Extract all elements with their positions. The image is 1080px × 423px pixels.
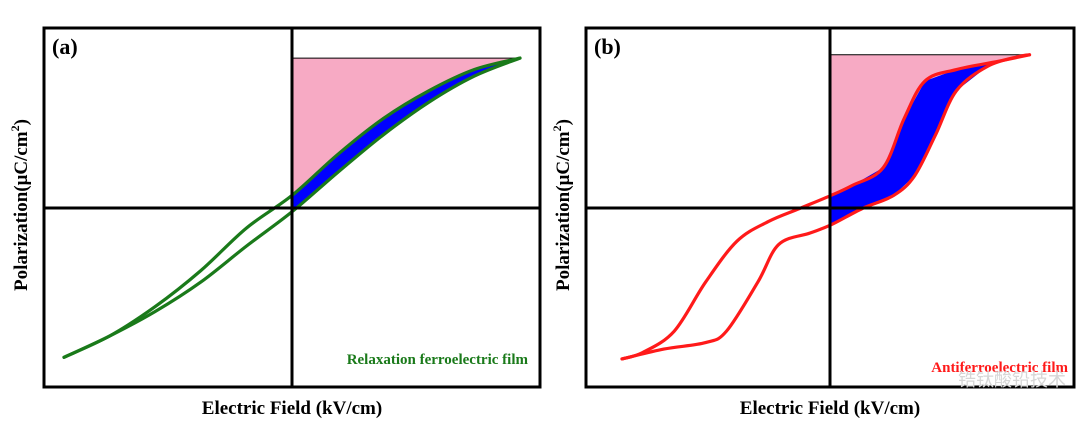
panel-a-y-axis-label-main: Polarization(μC/cm xyxy=(11,131,32,291)
panel-a-energy-fill xyxy=(292,57,520,212)
panel-b-x-axis-label: Electric Field (kV/cm) xyxy=(740,398,920,419)
watermark: 锆钛酸铅技术 xyxy=(958,370,1066,391)
panel-a-annotation: Relaxation ferroelectric film xyxy=(347,352,529,368)
panel-b-ascending-branch xyxy=(620,53,1032,361)
panel-b: (b) Electric Field (kV/cm) Polarization(… xyxy=(550,26,1076,419)
panel-b-y-axis-label: Polarization(μC/cm2) xyxy=(550,119,574,291)
panel-a-y-axis-label: Polarization(μC/cm2) xyxy=(8,119,32,291)
panel-a-y-axis-label-sup: 2 xyxy=(8,125,22,131)
panel-b-energy-loss-area xyxy=(831,54,1030,225)
panel-b-energy-fill xyxy=(831,54,1030,225)
panel-a-label: (a) xyxy=(52,34,78,59)
panel-a-recoverable-energy-area xyxy=(292,58,520,196)
panel-b-annotation: Antiferroelectric film xyxy=(931,360,1068,376)
panel-b-y-axis-label-main: Polarization(μC/cm xyxy=(553,131,574,291)
panel-b-label: (b) xyxy=(594,34,621,59)
panel-b-y-axis-label-close: ) xyxy=(553,119,574,125)
panel-a-y-axis-label-close: ) xyxy=(11,119,32,125)
panel-a-x-axis-label: Electric Field (kV/cm) xyxy=(202,398,382,419)
panel-b-recoverable-energy-area xyxy=(831,54,1030,196)
panel-a: (a) Electric Field (kV/cm) Polarization(… xyxy=(8,26,542,419)
panel-b-y-axis-label-sup: 2 xyxy=(550,125,564,131)
